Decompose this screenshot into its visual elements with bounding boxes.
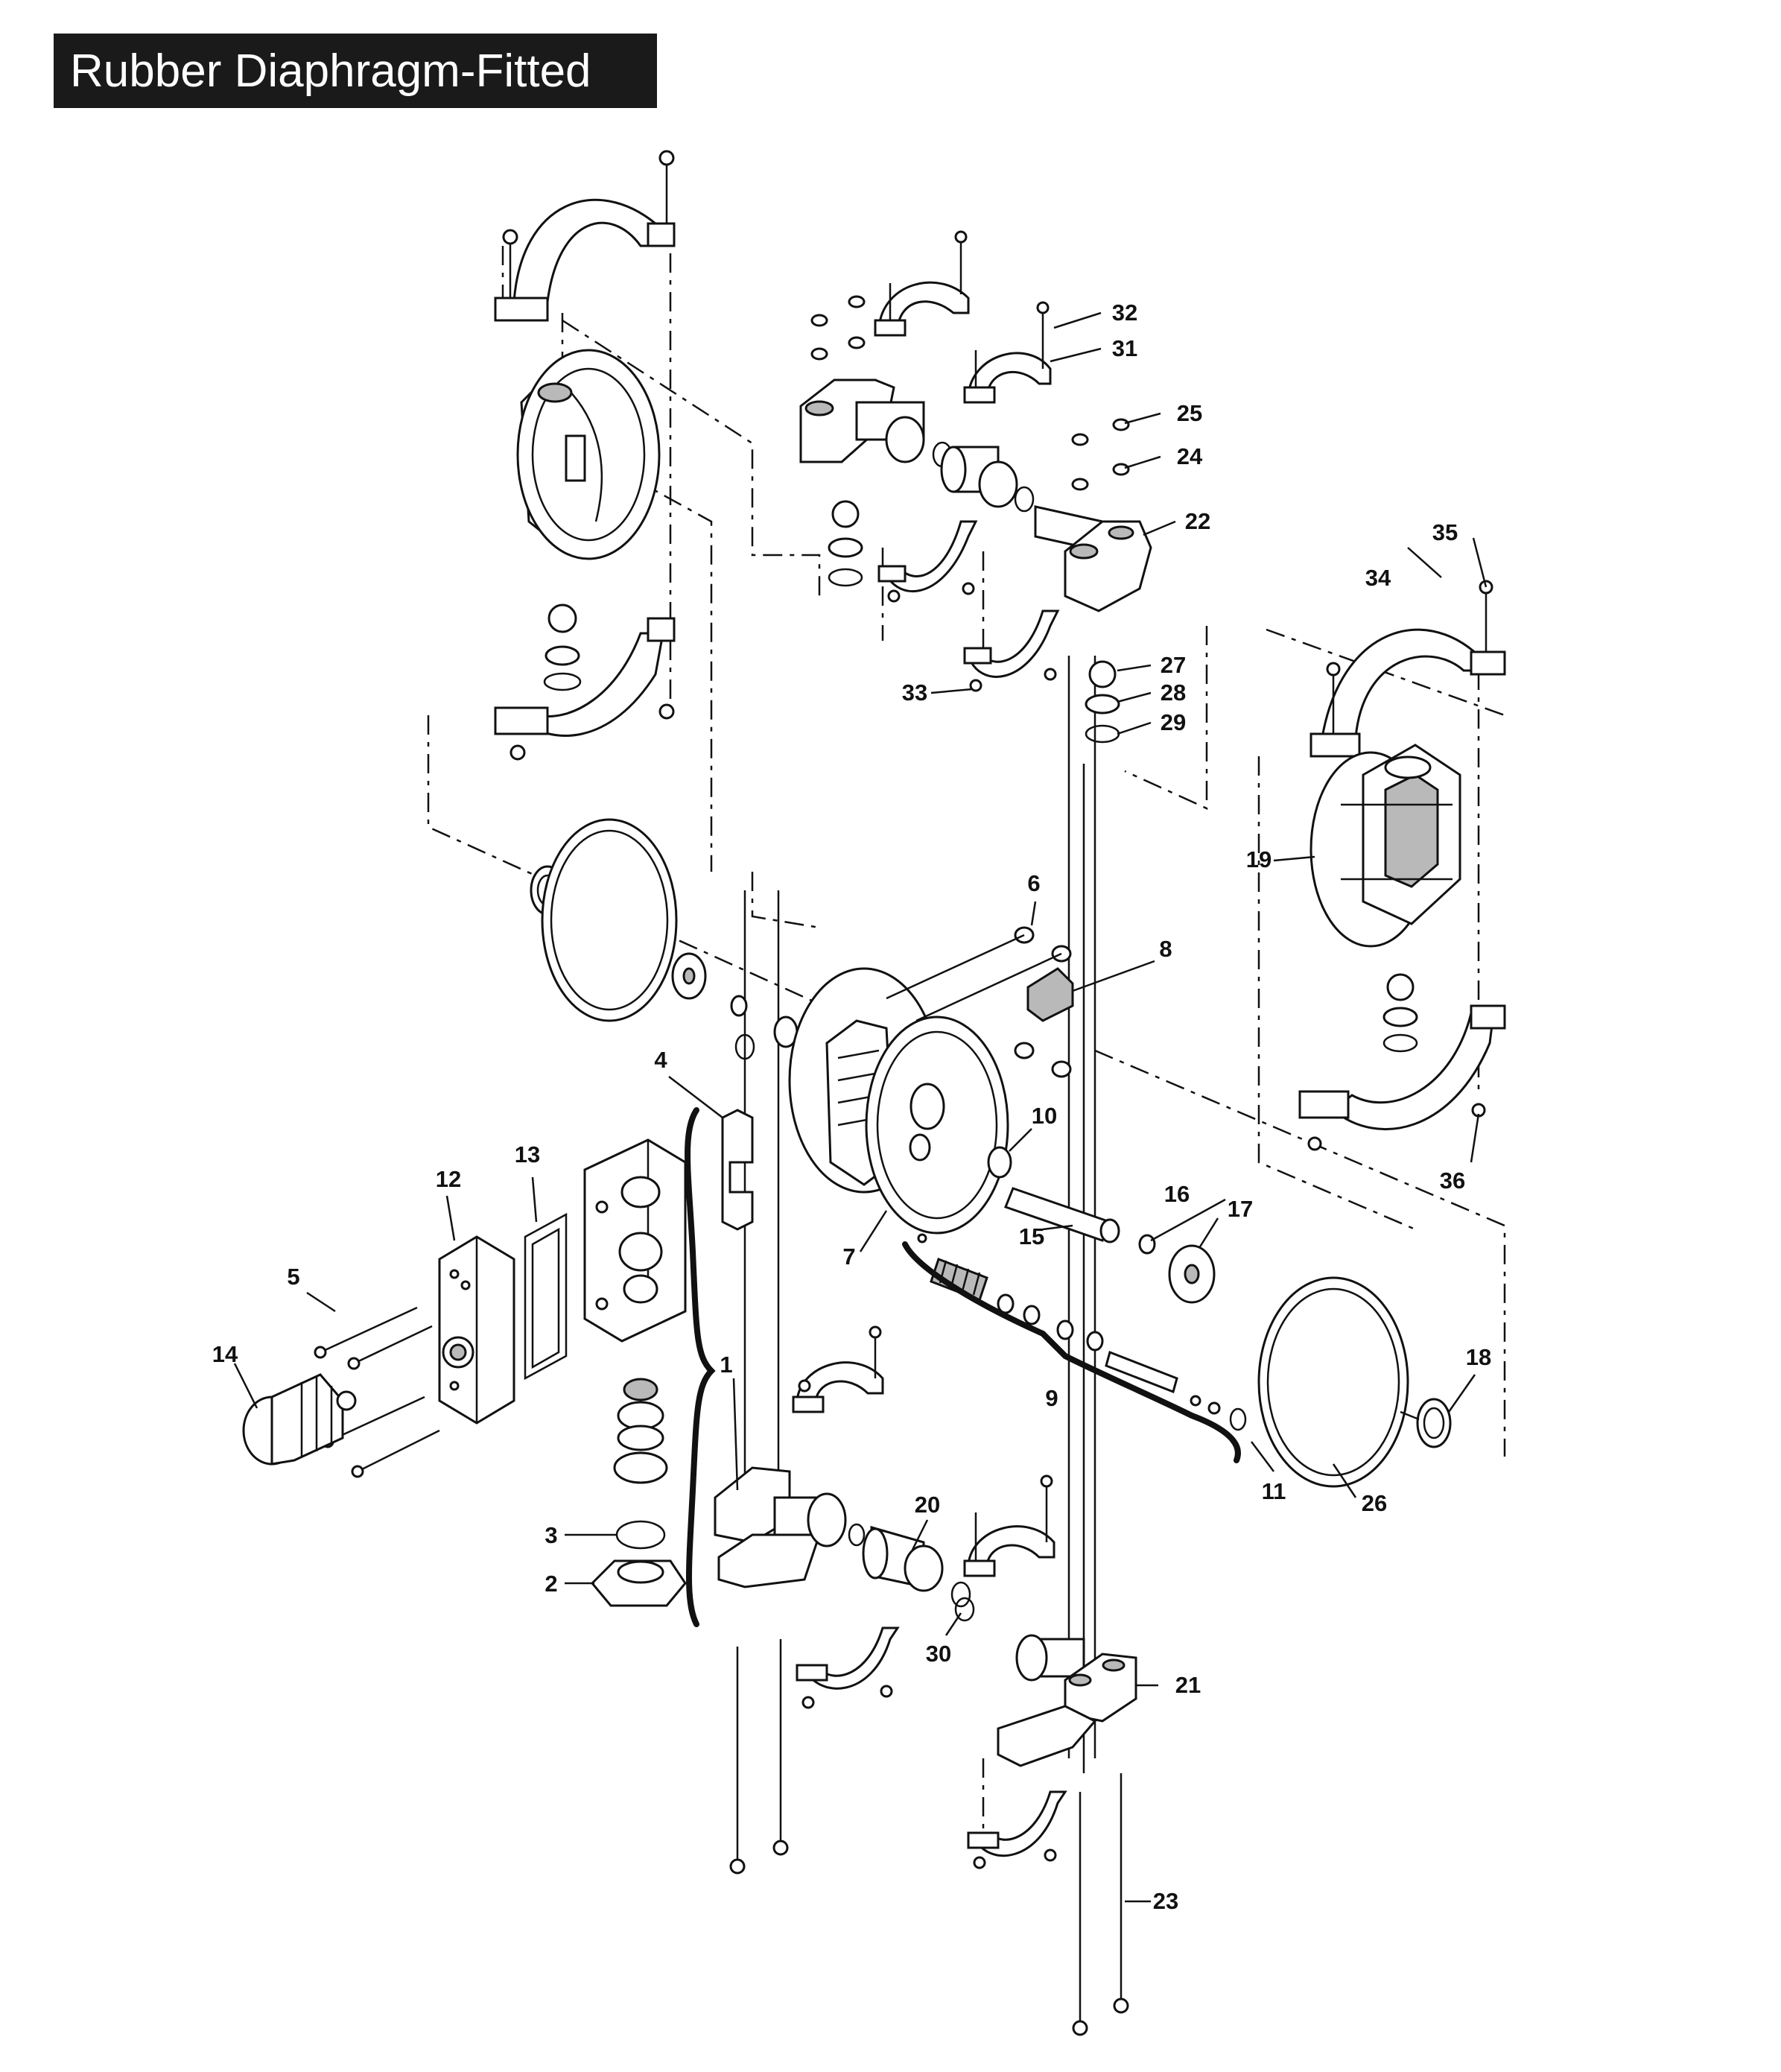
- bottom-right-manifold: [963, 1474, 1137, 2036]
- callout-28: 28: [1161, 679, 1186, 706]
- callout-22: 22: [1185, 508, 1210, 534]
- callout-30: 30: [926, 1641, 951, 1667]
- callout-18: 18: [1466, 1344, 1491, 1370]
- callout-7: 7: [842, 1243, 855, 1270]
- callout-36: 36: [1440, 1168, 1465, 1194]
- right-outer-chamber: [1309, 744, 1461, 948]
- tie-rod-lines: [743, 656, 1096, 1773]
- diagram-title-bar: Rubber Diaphragm-Fitted: [54, 34, 657, 108]
- lower-left-clamp: [494, 617, 676, 761]
- callout-16: 16: [1164, 1181, 1190, 1207]
- callout-14: 14: [212, 1341, 238, 1367]
- leader-lines: [233, 311, 1488, 1903]
- center-assembly-brace: [685, 1107, 716, 1627]
- callout-6: 6: [1027, 870, 1040, 896]
- callout-33: 33: [902, 679, 927, 706]
- callout-11: 11: [1262, 1478, 1286, 1504]
- callout-31: 31: [1112, 335, 1137, 361]
- pilot-spool-assembly: [917, 1233, 1247, 1431]
- right-upper-ball-seat: [1085, 660, 1120, 744]
- callout-23: 23: [1153, 1888, 1178, 1914]
- callout-35: 35: [1432, 519, 1458, 545]
- callout-3: 3: [545, 1522, 557, 1548]
- callout-20: 20: [915, 1492, 940, 1518]
- callout-29: 29: [1161, 709, 1186, 735]
- diagram-title: Rubber Diaphragm-Fitted: [70, 45, 591, 97]
- callout-26: 26: [1362, 1490, 1387, 1516]
- callout-5: 5: [287, 1264, 299, 1290]
- right-lower-clamp: [1298, 1004, 1506, 1151]
- alignment-lines: [427, 246, 1506, 1848]
- o-ring-30: [954, 1597, 975, 1622]
- callout-32: 32: [1112, 300, 1137, 326]
- callout-2: 2: [545, 1571, 557, 1597]
- callout-19: 19: [1246, 846, 1272, 872]
- callout-13: 13: [515, 1141, 540, 1168]
- callout-24: 24: [1177, 443, 1203, 469]
- air-valve-assembly: [242, 1138, 687, 1478]
- callout-21: 21: [1175, 1672, 1201, 1698]
- callout-4: 4: [654, 1047, 667, 1073]
- right-diaphragm-group: [1168, 1244, 1452, 1488]
- callout-25: 25: [1177, 400, 1202, 426]
- callout-17: 17: [1228, 1196, 1253, 1222]
- shaft-link: [721, 1109, 754, 1231]
- right-upper-clamp: [1309, 580, 1506, 758]
- center-body: [788, 926, 1074, 1235]
- top-manifold-assembly: [799, 230, 1152, 692]
- left-diaphragm-group: [530, 818, 799, 1060]
- top-left-clamp: [494, 150, 676, 322]
- callout-labels: 1 2 3 4 5 6 7 8 9 10 11 12 13 14 15 16 1…: [212, 300, 1491, 1914]
- left-outer-chamber: [516, 349, 661, 560]
- callout-10: 10: [1032, 1103, 1057, 1129]
- center-valve-stack: [590, 1378, 687, 1607]
- bottom-left-manifold: [714, 1325, 971, 1875]
- callout-12: 12: [436, 1166, 461, 1192]
- callout-1: 1: [720, 1352, 732, 1378]
- right-lower-ball-seat: [1382, 973, 1418, 1053]
- callout-34: 34: [1365, 565, 1391, 591]
- pilot-spool-brace: [902, 1241, 1241, 1463]
- callout-8: 8: [1159, 936, 1172, 962]
- left-ball-seat-stack: [543, 603, 582, 691]
- callout-9: 9: [1045, 1385, 1058, 1411]
- callout-27: 27: [1161, 652, 1186, 678]
- callout-15: 15: [1019, 1223, 1044, 1249]
